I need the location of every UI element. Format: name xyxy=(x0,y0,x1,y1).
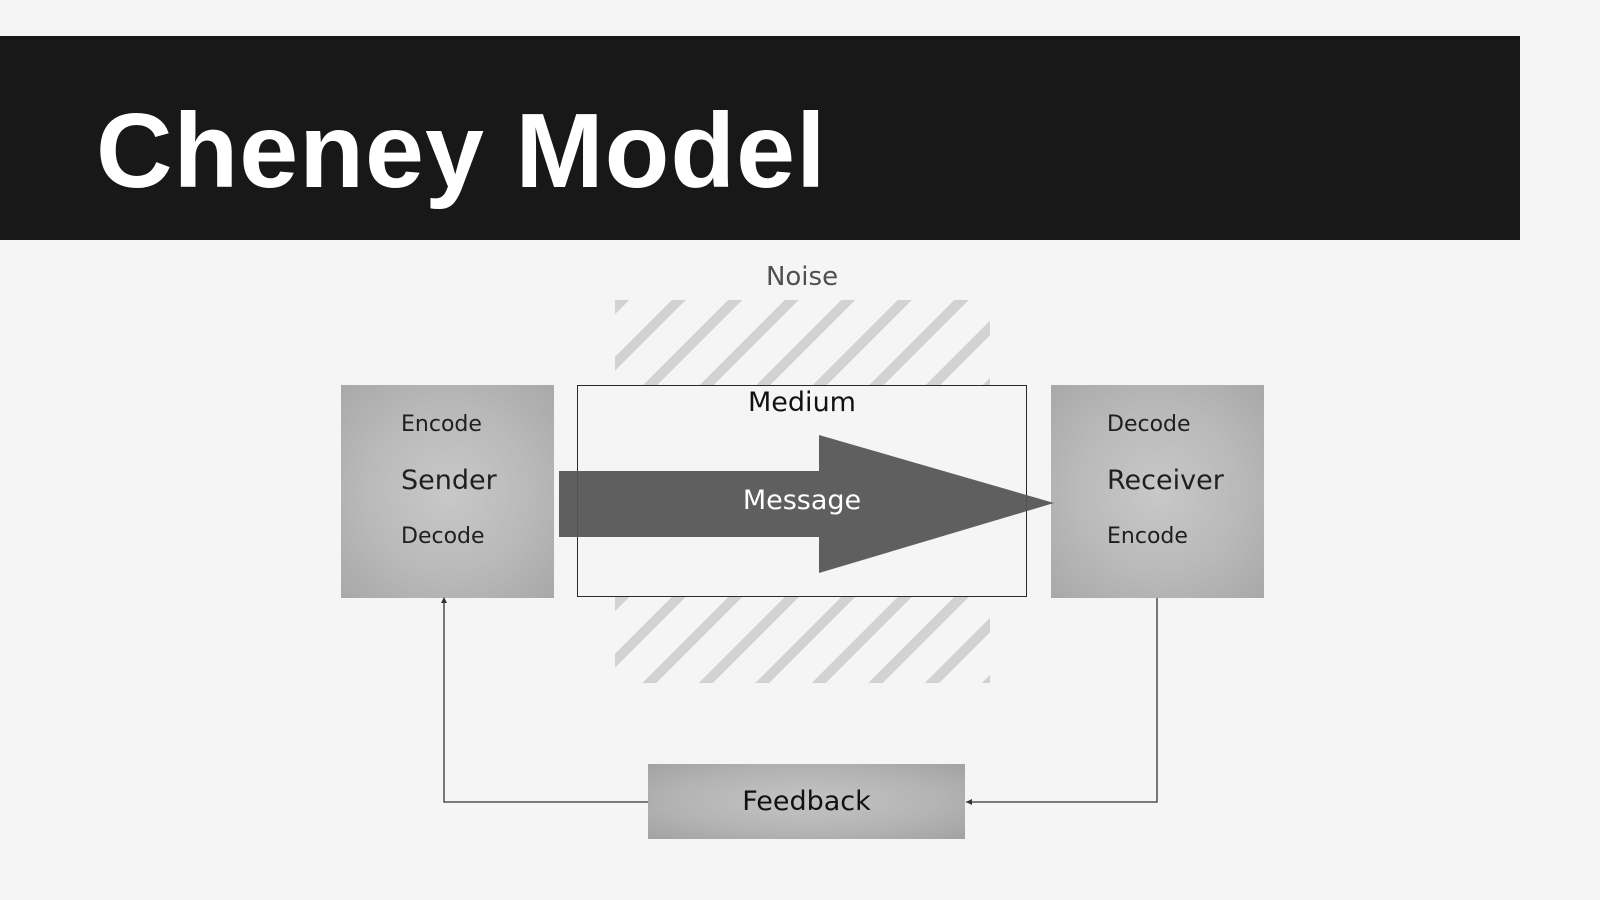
noise-hatch-bottom xyxy=(615,597,990,683)
feedback-connector-right xyxy=(966,598,1158,803)
feedback-arrowhead-left xyxy=(441,597,447,603)
receiver-encode-label: Encode xyxy=(1107,524,1188,549)
receiver-label: Receiver xyxy=(1107,465,1224,496)
receiver-box: Decode Receiver Encode xyxy=(1051,385,1264,598)
sender-encode-label: Encode xyxy=(401,412,482,437)
noise-label: Noise xyxy=(765,262,839,292)
feedback-arrowhead-right xyxy=(966,799,972,805)
receiver-decode-label: Decode xyxy=(1107,412,1191,437)
feedback-connector-left xyxy=(443,599,648,803)
feedback-label: Feedback xyxy=(742,786,871,817)
noise-hatch-top xyxy=(615,300,990,386)
title-bar xyxy=(0,36,1520,240)
page-title: Cheney Model xyxy=(96,92,827,210)
sender-decode-label: Decode xyxy=(401,524,485,549)
sender-box: Encode Sender Decode xyxy=(341,385,554,598)
message-arrow xyxy=(559,435,1054,573)
message-label: Message xyxy=(742,485,862,516)
sender-label: Sender xyxy=(401,465,497,496)
feedback-box xyxy=(648,764,965,839)
medium-label: Medium xyxy=(748,387,856,418)
